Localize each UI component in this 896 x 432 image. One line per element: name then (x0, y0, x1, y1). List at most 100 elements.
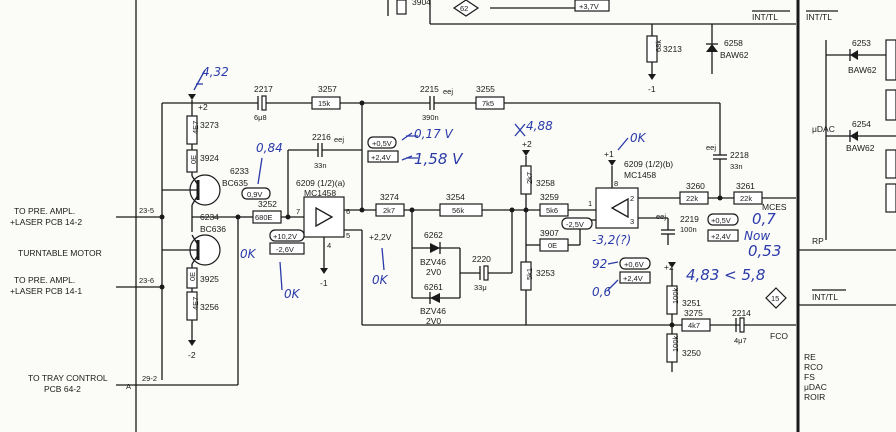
arrow-down-icon (522, 150, 530, 156)
note-0-6: 0,6 (592, 285, 611, 299)
junction (717, 195, 723, 201)
label-3275: 3275 (684, 308, 703, 318)
pin-4: 4 (327, 241, 331, 250)
pin-6: 6 (346, 207, 350, 216)
conn-23-6: 23-6 (139, 276, 154, 285)
arrow-down-icon (188, 340, 196, 346)
junction (359, 100, 365, 106)
value-2217: 6μ8 (254, 113, 267, 122)
value-2220: 33μ (474, 283, 487, 292)
arrow-down-icon (608, 160, 616, 166)
label-22v: +2,2V (369, 232, 392, 242)
pen-arrow (193, 69, 206, 91)
arrow-down-icon (648, 74, 656, 80)
junction (523, 207, 529, 213)
transistor-collector (191, 254, 199, 265)
test-point-62 (452, 0, 480, 17)
bus-udac: μDAC (812, 124, 835, 134)
value-2219: 100n (680, 225, 697, 234)
value-3213: 68k (654, 40, 663, 52)
label-3256: 3256 (200, 302, 219, 312)
voltage-tag: +2,4V (367, 150, 399, 163)
note-ok-3: 0K (630, 131, 647, 145)
supply-plus-2-b: +2 (522, 139, 532, 149)
label-6253: 6253 (852, 38, 871, 48)
resistor-3275 (681, 318, 711, 332)
value-3925: 0E (188, 272, 197, 281)
type-6209b: MC1458 (624, 170, 656, 180)
arrow-down-icon (188, 94, 196, 100)
volt-6261: 2V0 (426, 316, 441, 326)
note-0-17v: 0,17 V (414, 127, 454, 141)
label-laser-pcb-14-2: +LASER PCB 14-2 (10, 217, 82, 227)
note-0-7: 0,7 (752, 210, 776, 228)
label-2219: 2219 (680, 214, 699, 224)
value-2216: 33n (314, 161, 327, 170)
value-3260: 22k (686, 194, 698, 203)
conn-a: A (126, 382, 131, 391)
value-3261: 22k (740, 194, 752, 203)
note-2215: eej (443, 87, 453, 96)
voltage-tag: -2,5V (561, 217, 593, 230)
label-6261: 6261 (424, 282, 443, 292)
label-3251: 3251 (682, 298, 701, 308)
bus-rco: RCO (804, 362, 823, 372)
bus-int-tl-2: INT/TL (812, 292, 838, 302)
value-3924: 0E (189, 155, 198, 164)
label-3260: 3260 (686, 181, 705, 191)
voltage-tag: 0,9V (241, 187, 271, 200)
pen-arrow (401, 155, 418, 161)
bus-int-tl: INT/TL (806, 12, 832, 22)
note-ok-1: 0K (240, 247, 257, 261)
voltage-tag: -2,6V (269, 242, 305, 255)
opamp-triangle-icon (610, 197, 629, 219)
transistor-emitter (191, 234, 199, 246)
zener-6261-icon (430, 293, 440, 303)
cap-2220-plate2 (483, 265, 489, 281)
label-3273: 3273 (200, 120, 219, 130)
label-3253: 3253 (536, 268, 555, 278)
label-3257: 3257 (318, 84, 337, 94)
voltage-tag: +0,5V (707, 213, 739, 226)
voltage-tag: +0,5V (367, 136, 397, 149)
tag-2-4v-b: +2,4V (623, 274, 643, 283)
value-2218: 33n (730, 162, 743, 171)
pin-5: 5 (346, 231, 350, 240)
pin-3: 3 (630, 217, 634, 226)
supply-plus-2-c: +2 (664, 262, 674, 272)
value-3253: 5k1 (525, 268, 534, 280)
value-3251: 100k (671, 287, 680, 304)
voltage-tag: +10,2V (269, 229, 305, 242)
label-3250: 3250 (682, 348, 701, 358)
tag-2-4v-a: +2,4V (371, 153, 391, 162)
label-37v: +3,7V (579, 2, 599, 11)
label-2215: 2215 (420, 84, 439, 94)
label-6254: 6254 (852, 119, 871, 129)
volt-6262: 2V0 (426, 267, 441, 277)
tag-0-6v: +0,6V (624, 260, 644, 269)
resistor-right-4 (885, 183, 896, 213)
diode-6258-icon (706, 44, 718, 52)
label-6209a: 6209 (1/2)(a) (296, 178, 345, 188)
transistor-emitter (191, 194, 199, 206)
pin-1: 1 (588, 199, 592, 208)
pen-stroke (381, 247, 385, 271)
label-turntable-motor: TURNTABLE MOTOR (18, 248, 102, 258)
note-4-32: 4,32 (202, 65, 229, 79)
pin-2: 2 (630, 194, 634, 203)
pin-8: 8 (614, 179, 618, 188)
value-3273: 4E7 (191, 121, 200, 134)
tag-2-5v: -2,5V (566, 220, 584, 229)
pen-stroke (257, 157, 263, 185)
conn-29-2: 29-2 (142, 374, 157, 383)
bus-udac-2: μDAC (804, 382, 827, 392)
opamp-triangle-icon (315, 206, 334, 228)
label-6262: 6262 (424, 230, 443, 240)
supply-minus-1: -1 (648, 84, 656, 94)
label-pre-ampl-a: TO PRE. AMPL. (14, 206, 75, 216)
label-pcb-64-2: PCB 64-2 (44, 384, 81, 394)
supply-minus-1-a: -1 (320, 278, 328, 288)
label-int-tl-top: INT/TL (752, 12, 778, 22)
note-92: 92 (592, 257, 607, 271)
